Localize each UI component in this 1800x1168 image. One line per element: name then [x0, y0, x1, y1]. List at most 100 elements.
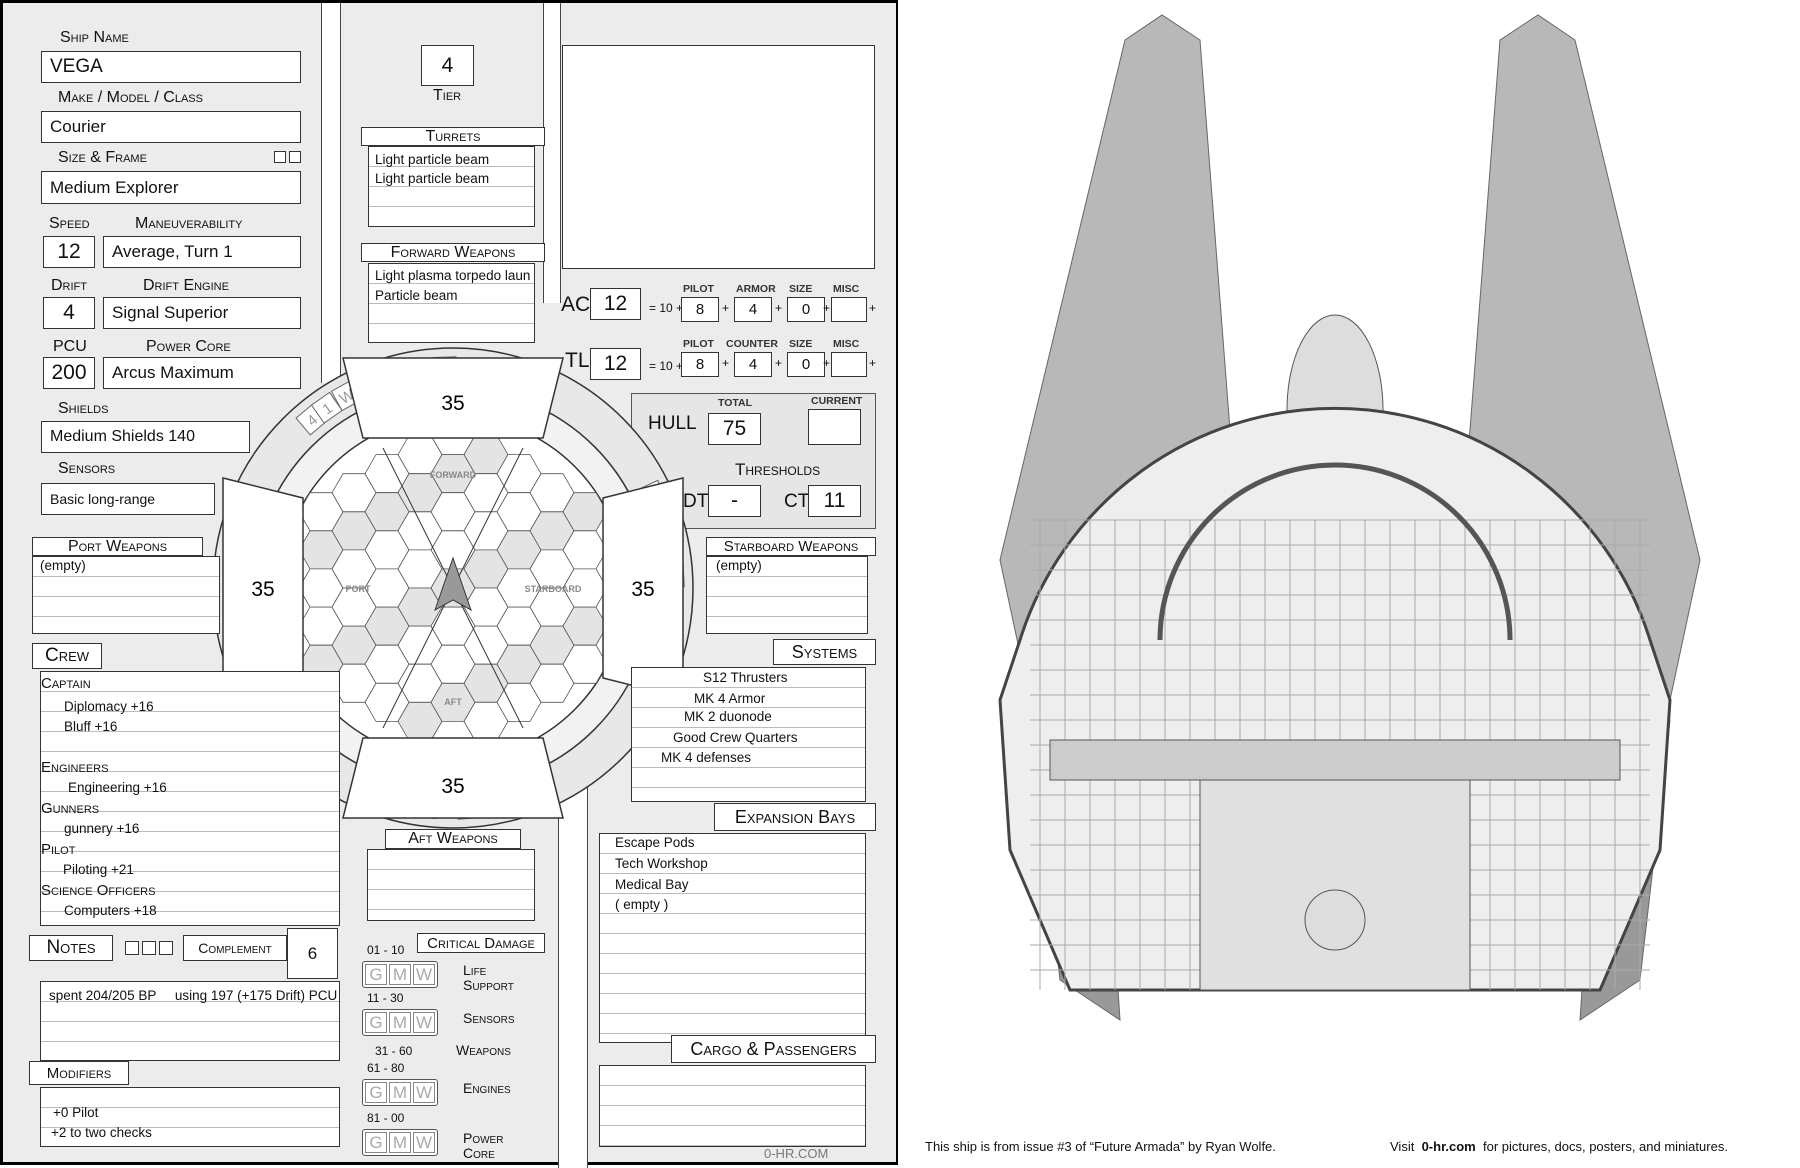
size-field[interactable]: Medium Explorer	[41, 171, 301, 204]
crit-w-box[interactable]: W	[413, 1082, 435, 1103]
drift-field[interactable]: 4	[43, 297, 95, 329]
shields-field[interactable]: Medium Shields 140	[41, 421, 250, 453]
aft-label: AFT	[444, 697, 462, 707]
crew-role-2: Gunners	[41, 800, 100, 817]
ac-pilot-field[interactable]: 8	[681, 297, 719, 322]
tl-field[interactable]: 12	[590, 348, 641, 380]
port-weapons-header: Port Weapons	[32, 537, 203, 556]
tl-misc-field[interactable]	[831, 352, 867, 377]
crit-g-box[interactable]: G	[365, 1082, 387, 1103]
tl-size-label: Size	[789, 338, 813, 350]
sensors-field[interactable]: Basic long-range	[41, 483, 215, 515]
ship-name-label: Ship Name	[60, 29, 129, 46]
checkbox[interactable]	[289, 151, 301, 163]
starboard-shield-value: 35	[631, 578, 654, 601]
crew-skill: Computers +18	[64, 903, 157, 918]
system-item: MK 2 duonode	[684, 709, 772, 724]
checkbox[interactable]	[274, 151, 286, 163]
ship-name-field[interactable]: VEGA	[41, 51, 301, 83]
cargo-list[interactable]	[599, 1065, 866, 1147]
sensors-label: Sensors	[58, 460, 116, 477]
expansion-bay-item: Escape Pods	[615, 835, 695, 850]
crit-system-label: Weapons	[456, 1042, 511, 1058]
forward-weapon-item: Light plasma torpedo laun	[375, 268, 531, 283]
ac-label: AC	[561, 293, 591, 316]
tl-counter-field[interactable]: 4	[734, 352, 772, 377]
plus-sign: +	[869, 356, 877, 370]
port-label: PORT	[345, 584, 371, 594]
checkbox[interactable]	[159, 941, 173, 955]
speed-field[interactable]: 12	[43, 236, 95, 268]
expansion-bays-list[interactable]	[599, 833, 866, 1043]
ship-image-box[interactable]	[562, 45, 875, 269]
crit-g-box[interactable]: G	[365, 964, 387, 985]
ring-box[interactable]	[310, 391, 343, 424]
forward-shield-box[interactable]	[342, 357, 564, 439]
plus-sign: +	[823, 356, 831, 370]
starboard-weapons-list[interactable]	[706, 556, 868, 634]
ct-label: CT	[784, 491, 810, 512]
power-core-label: Power Core	[146, 338, 231, 355]
hull-current-field[interactable]	[808, 409, 861, 445]
dt-field[interactable]: -	[708, 485, 761, 517]
checkbox[interactable]	[125, 941, 139, 955]
ac-armor-field[interactable]: 4	[734, 297, 772, 322]
tier-field[interactable]: 4	[421, 45, 474, 86]
expansion-bay-item: Medical Bay	[615, 877, 689, 892]
crit-g-box[interactable]: G	[365, 1012, 387, 1033]
system-item: MK 4 Armor	[694, 691, 766, 706]
hull-label: HULL	[648, 413, 697, 434]
checkbox[interactable]	[142, 941, 156, 955]
turrets-list[interactable]	[368, 146, 535, 227]
ship-deckplan-image	[998, 14, 1701, 1021]
plus-sign: +	[775, 301, 783, 315]
ct-field[interactable]: 11	[808, 485, 861, 517]
complement-label: Complement	[183, 935, 287, 961]
expansion-bay-item: ( empty )	[615, 897, 669, 912]
crit-m-box[interactable]: M	[389, 1082, 411, 1103]
crit-m-box[interactable]: M	[389, 1132, 411, 1153]
ac-misc-field[interactable]	[831, 297, 867, 322]
forward-weapons-list[interactable]	[368, 263, 535, 343]
port-weapons-list[interactable]	[32, 556, 220, 634]
starboard-weapon-item: (empty)	[716, 558, 762, 573]
shields-label: Shields	[58, 400, 109, 417]
hull-total-field[interactable]: 75	[708, 413, 761, 445]
drift-engine-field[interactable]: Signal Superior	[103, 297, 301, 329]
make-field[interactable]: Courier	[41, 111, 301, 143]
tl-size-field[interactable]: 0	[787, 352, 825, 377]
hull-total-label: TOTAL	[718, 397, 753, 409]
port-shield-value: 35	[251, 578, 274, 601]
systems-list[interactable]	[631, 667, 866, 802]
plus-sign: +	[722, 356, 730, 370]
tl-pilot-field[interactable]: 8	[681, 352, 719, 377]
crit-w-box[interactable]: W	[413, 964, 435, 985]
crit-m-box[interactable]: M	[389, 964, 411, 985]
engine-room	[1199, 779, 1471, 991]
notes-area[interactable]	[40, 981, 340, 1061]
crew-skill: Piloting +21	[63, 862, 134, 877]
ac-size-field[interactable]: 0	[787, 297, 825, 322]
ac-field[interactable]: 12	[590, 288, 641, 320]
aft-weapons-list[interactable]	[367, 849, 535, 921]
turret-item: Light particle beam	[375, 152, 490, 167]
modifiers-area[interactable]	[40, 1087, 340, 1147]
size-label: Size & Frame	[58, 149, 147, 166]
modifier-item: +2 to two checks	[51, 1125, 152, 1140]
crit-w-box[interactable]: W	[413, 1132, 435, 1153]
power-core-field[interactable]: Arcus Maximum	[103, 357, 301, 389]
forward-label: FORWARD	[430, 470, 477, 480]
crew-list[interactable]	[40, 671, 340, 926]
aft-shield-box[interactable]	[342, 737, 564, 819]
complement-field[interactable]: 6	[287, 928, 338, 979]
pcu-field[interactable]: 200	[43, 357, 95, 389]
maneuver-field[interactable]: Average, Turn 1	[103, 236, 301, 268]
notes-text: spent 204/205 BP using 197 (+175 Drift) …	[49, 988, 338, 1003]
tl-label: TL	[565, 349, 590, 372]
starboard-shield-box[interactable]	[602, 477, 684, 699]
footer-visit: Visit 0-hr.com for pictures, docs, poste…	[1390, 1139, 1728, 1154]
crit-g-box[interactable]: G	[365, 1132, 387, 1153]
site-link[interactable]: 0-hr.com	[1421, 1139, 1476, 1154]
crit-m-box[interactable]: M	[389, 1012, 411, 1033]
crit-w-box[interactable]: W	[413, 1012, 435, 1033]
